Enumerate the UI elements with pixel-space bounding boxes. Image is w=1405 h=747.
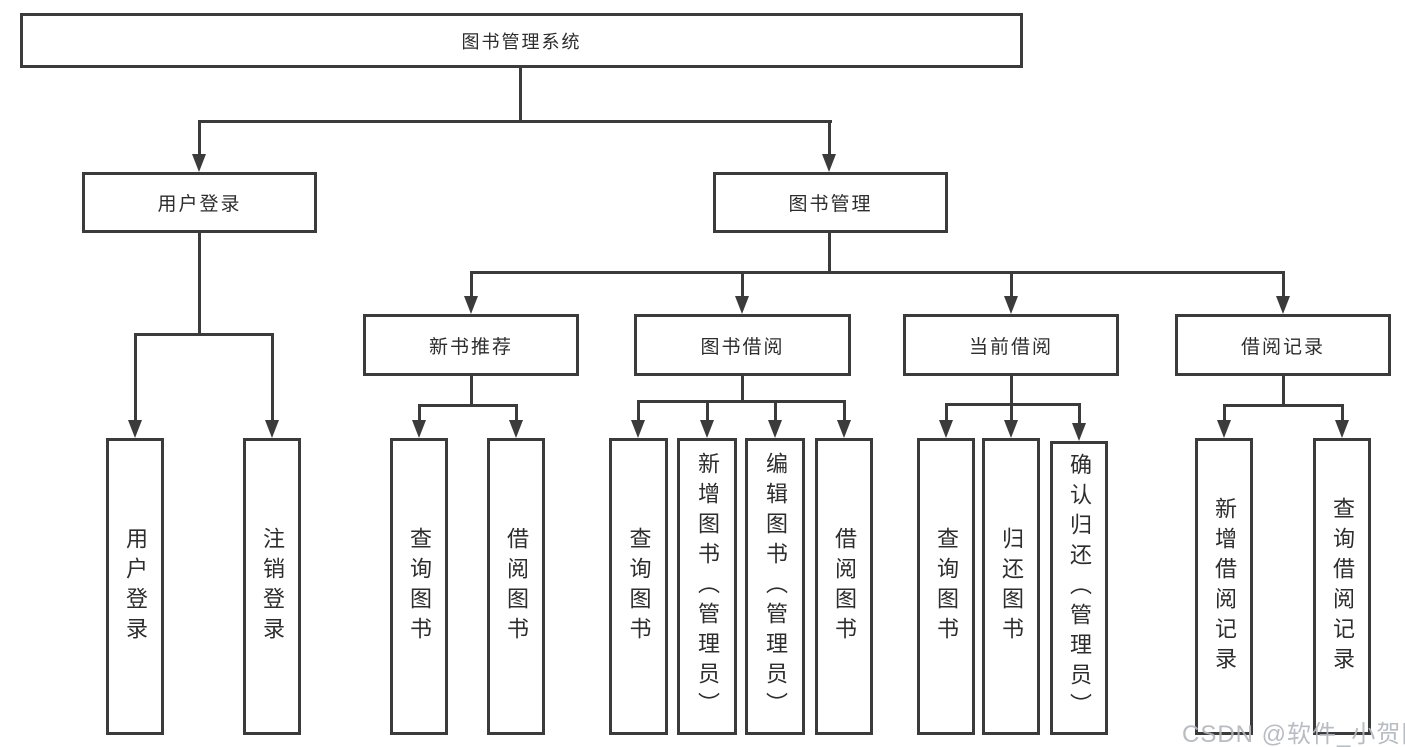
arrow-down-icon xyxy=(464,296,478,314)
arrow-down-icon xyxy=(735,296,749,314)
arrow-down-icon xyxy=(265,420,279,438)
connector-line xyxy=(470,271,473,298)
connector-line xyxy=(418,404,518,407)
connector-line xyxy=(470,376,473,406)
connector-line xyxy=(741,271,744,298)
arrow-down-icon xyxy=(1217,420,1231,438)
connector-line xyxy=(1010,271,1013,298)
arrow-down-icon xyxy=(1004,420,1018,438)
connector-line xyxy=(515,404,518,422)
connector-line xyxy=(774,400,777,422)
arrow-down-icon xyxy=(700,420,714,438)
leaf-logout-label: 注销登录 xyxy=(260,526,285,647)
connector-line xyxy=(741,376,744,402)
connector-line xyxy=(1282,271,1285,298)
node-borrow-records: 借阅记录 xyxy=(1175,314,1391,376)
connector-line xyxy=(418,404,421,422)
arrow-down-icon xyxy=(128,420,142,438)
connector-line xyxy=(945,403,948,422)
connector-line xyxy=(828,233,831,273)
connector-line xyxy=(198,120,201,156)
node-current-borrow: 当前借阅 xyxy=(903,314,1119,376)
leaf-recommend-borrow-book-label: 借阅图书 xyxy=(504,526,529,647)
node-current-borrow-label: 当前借阅 xyxy=(968,336,1053,358)
node-new-book-recommend-label: 新书推荐 xyxy=(428,336,513,358)
leaf-current-query-book-label: 查询图书 xyxy=(934,526,959,647)
leaf-borrow-add-book-label: 新增图书（管理员） xyxy=(695,451,720,722)
leaf-records-add-record: 新增借阅记录 xyxy=(1195,438,1253,735)
node-user-login-label: 用户登录 xyxy=(157,194,242,215)
node-new-book-recommend: 新书推荐 xyxy=(363,314,579,376)
connector-line xyxy=(470,271,1284,274)
arrow-down-icon xyxy=(509,420,523,438)
connector-line xyxy=(637,400,640,422)
connector-line xyxy=(271,333,274,422)
leaf-recommend-query-book-label: 查询图书 xyxy=(407,526,432,647)
leaf-current-confirm-return: 确认归还（管理员） xyxy=(1050,441,1108,735)
leaf-borrow-borrow-book: 借阅图书 xyxy=(815,438,873,735)
connector-line xyxy=(1223,404,1226,422)
connector-line xyxy=(706,400,709,422)
connector-line xyxy=(519,68,522,123)
node-book-management-label: 图书管理 xyxy=(788,194,873,215)
leaf-borrow-add-book: 新增图书（管理员） xyxy=(677,438,737,735)
connector-line xyxy=(134,333,137,422)
leaf-recommend-borrow-book: 借阅图书 xyxy=(487,438,545,735)
leaf-user-login-label: 用户登录 xyxy=(123,526,148,647)
leaf-borrow-query-book-label: 查询图书 xyxy=(626,526,652,647)
arrow-down-icon xyxy=(1335,420,1349,438)
leaf-records-query-record: 查询借阅记录 xyxy=(1313,438,1371,735)
leaf-current-query-book: 查询图书 xyxy=(917,438,975,735)
connector-line xyxy=(198,232,201,335)
connector-line xyxy=(1223,404,1344,407)
leaf-current-confirm-return-label: 确认归还（管理员） xyxy=(1067,453,1092,723)
connector-line xyxy=(637,400,844,403)
leaf-borrow-edit-book-label: 编辑图书（管理员） xyxy=(763,451,788,722)
arrow-down-icon xyxy=(1004,296,1018,314)
connector-line xyxy=(1078,403,1081,425)
leaf-records-add-record-label: 新增借阅记录 xyxy=(1212,496,1237,677)
node-root-label: 图书管理系统 xyxy=(461,31,582,52)
leaf-borrow-borrow-book-label: 借阅图书 xyxy=(832,526,857,647)
node-root: 图书管理系统 xyxy=(20,13,1023,68)
connector-line xyxy=(828,120,831,156)
node-borrow-records-label: 借阅记录 xyxy=(1240,336,1325,358)
watermark: CSDN @软件_小贺同学 xyxy=(1182,721,1405,747)
arrow-down-icon xyxy=(192,154,206,172)
connector-line xyxy=(1010,376,1013,405)
connector-line xyxy=(134,333,274,336)
connector-line xyxy=(945,403,1081,406)
arrow-down-icon xyxy=(768,420,782,438)
connector-line xyxy=(1341,404,1344,422)
arrow-down-icon xyxy=(837,420,851,438)
connector-line xyxy=(1010,403,1013,422)
arrow-down-icon xyxy=(939,420,953,438)
node-user-login: 用户登录 xyxy=(82,172,317,233)
arrow-down-icon xyxy=(822,154,836,172)
node-book-borrow: 图书借阅 xyxy=(634,314,851,376)
leaf-current-return-book-label: 归还图书 xyxy=(999,526,1024,647)
arrow-down-icon xyxy=(412,420,426,438)
connector-line xyxy=(843,400,846,422)
leaf-borrow-edit-book: 编辑图书（管理员） xyxy=(745,438,805,735)
leaf-borrow-query-book: 查询图书 xyxy=(609,438,668,735)
node-book-borrow-label: 图书借阅 xyxy=(700,336,785,358)
arrow-down-icon xyxy=(1072,423,1086,441)
leaf-records-query-record-label: 查询借阅记录 xyxy=(1330,496,1355,677)
leaf-logout: 注销登录 xyxy=(243,438,301,735)
connector-line xyxy=(198,120,832,123)
connector-line xyxy=(1282,376,1285,406)
arrow-down-icon xyxy=(631,420,645,438)
leaf-current-return-book: 归还图书 xyxy=(982,438,1040,735)
arrow-down-icon xyxy=(1276,296,1290,314)
leaf-user-login: 用户登录 xyxy=(106,438,164,735)
leaf-recommend-query-book: 查询图书 xyxy=(390,438,448,735)
node-book-management: 图书管理 xyxy=(713,172,948,233)
